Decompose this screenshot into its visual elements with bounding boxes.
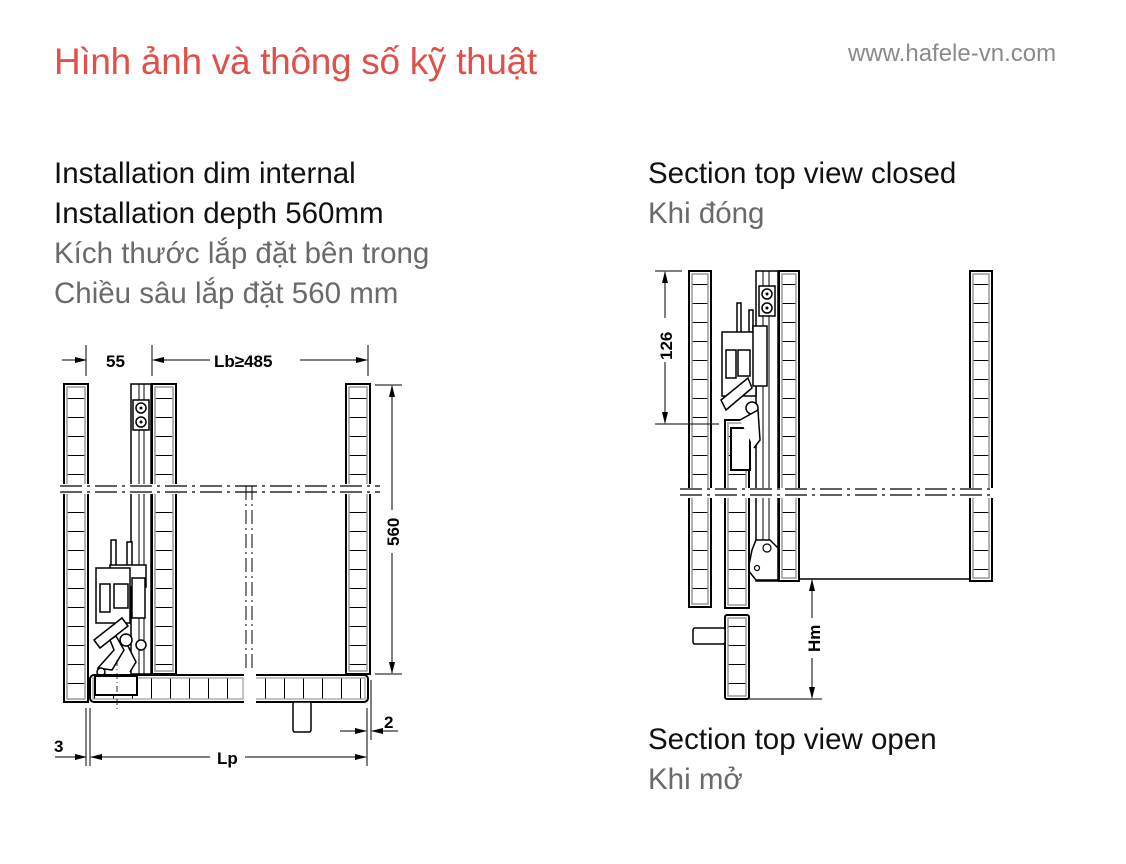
section-top-view-drawing: 126 Hm — [655, 270, 1000, 700]
dimension-mechanism-length — [655, 270, 719, 425]
dim-front-offset-left: 3 — [54, 737, 63, 756]
cabinet-side-panel — [688, 270, 712, 608]
caption-en-line1: Installation dim internal — [54, 157, 356, 190]
website-url: www.hafele-vn.com — [848, 40, 1057, 67]
closed-caption-en: Section top view closed — [648, 157, 957, 190]
cabinet-side-panel-far — [969, 270, 993, 582]
cabinet-side-panel-right — [345, 383, 371, 675]
installation-caption: Installation dim internal Installation d… — [54, 154, 429, 314]
open-caption-en: Section top view open — [648, 723, 937, 756]
dimension-depth — [375, 384, 402, 675]
hinge-mechanism — [92, 539, 147, 677]
dimension-opening-distance — [749, 579, 822, 700]
closed-caption-vi: Khi đóng — [648, 197, 765, 230]
caption-en-line2: Installation depth 560mm — [54, 197, 384, 230]
caption-vi-line1: Kích thước lắp đặt bên trong — [54, 237, 430, 270]
open-view-caption: Section top view open Khi mở — [648, 720, 937, 800]
caption-vi-line2: Chiều sâu lắp đặt 560 mm — [54, 277, 399, 310]
cabinet-inner-panel-left — [151, 383, 177, 675]
dimension-bottom — [55, 680, 398, 766]
dim-side-gap: 55 — [106, 352, 125, 371]
installation-dimension-drawing: 55 Lb≥485 560 3 2 Lp — [54, 345, 403, 768]
dim-inner-width: Lb≥485 — [214, 352, 272, 371]
dim-opening-distance: Hm — [805, 625, 824, 652]
dim-front-offset-right: 2 — [384, 713, 393, 732]
cabinet-inner-panel — [778, 270, 800, 582]
handle — [692, 627, 726, 645]
dim-mechanism-length: 126 — [657, 332, 676, 360]
handle — [292, 701, 312, 733]
break-line — [60, 484, 380, 676]
hinge-mechanism-closed — [720, 302, 768, 449]
front-panel-open — [692, 419, 751, 700]
front-panel — [89, 660, 369, 733]
cabinet-side-panel-left — [63, 383, 89, 703]
break-line — [680, 488, 1000, 498]
open-caption-vi: Khi mở — [648, 763, 743, 796]
page-title: Hình ảnh và thông số kỹ thuật — [54, 41, 537, 82]
closed-view-caption: Section top view closed Khi đóng — [648, 154, 956, 234]
dim-depth: 560 — [384, 518, 403, 546]
dim-front-width: Lp — [217, 749, 238, 768]
pullout-rail-left — [130, 383, 152, 675]
dimension-top — [62, 345, 369, 376]
